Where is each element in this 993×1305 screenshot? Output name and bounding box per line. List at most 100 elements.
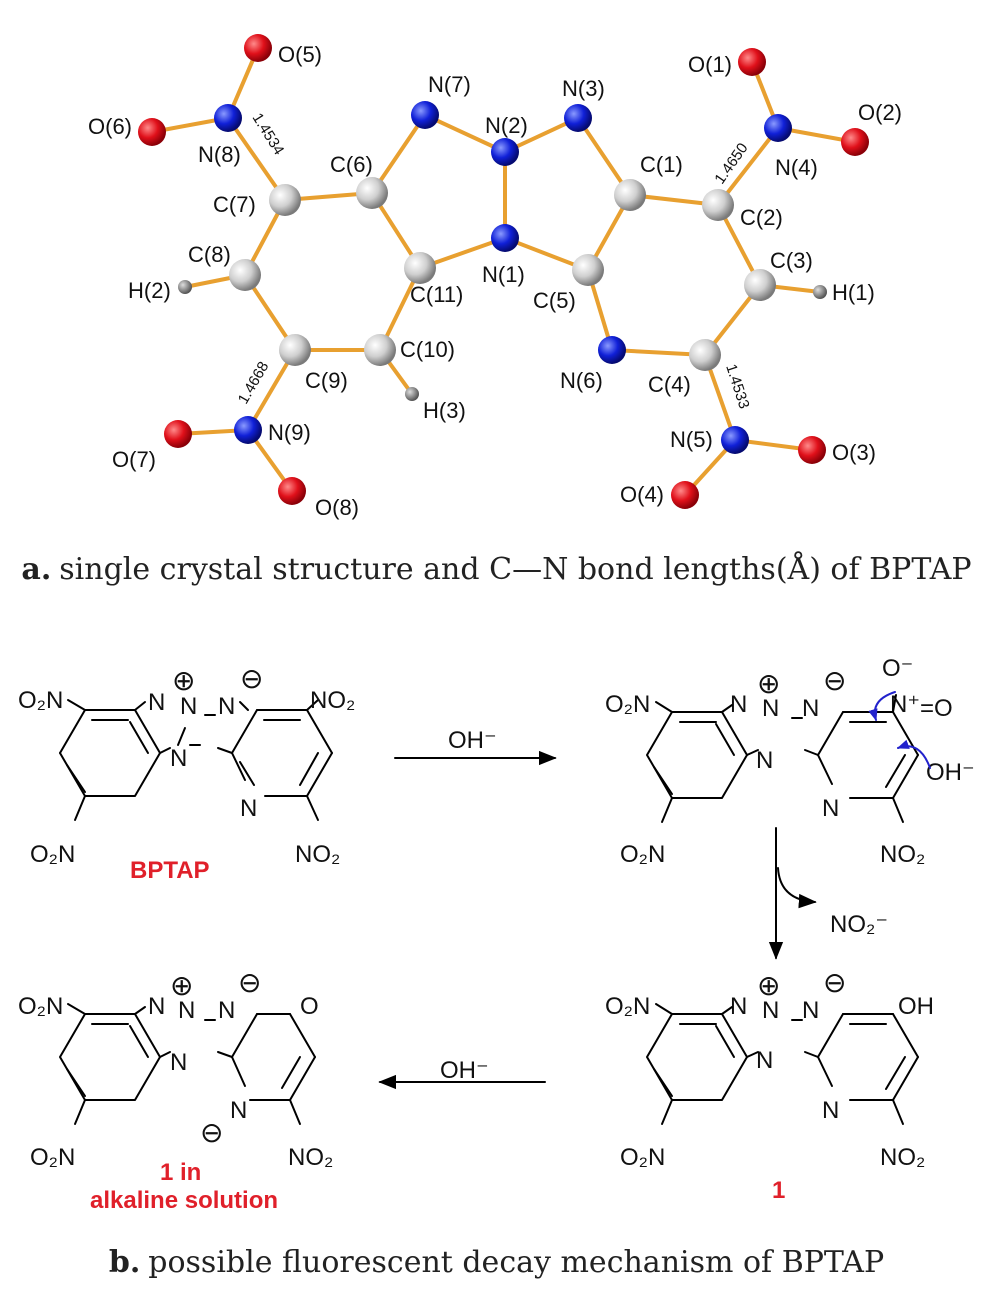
s1-o2n-top: O₂N — [18, 687, 63, 714]
s2-n-e: N — [822, 795, 839, 822]
s3-oh: OH — [898, 993, 934, 1020]
s1-n-b: N — [180, 693, 197, 720]
s4-n-c: N — [218, 997, 235, 1024]
structure-compound-1-alkaline — [59, 1003, 316, 1125]
s4-ominus-top: ⊖ — [238, 967, 261, 998]
caption-b-text: possible fluorescent decay mechanism of … — [148, 1245, 885, 1280]
label-o3: O(3) — [832, 440, 876, 465]
atom-o3 — [798, 436, 826, 464]
atom-c4 — [689, 339, 721, 371]
s1-n-a: N — [148, 689, 165, 716]
s2-o-minus: O⁻ — [882, 655, 913, 682]
caption-a-text: single crystal structure and C—N bond le… — [59, 552, 972, 587]
s1-oplus: ⊕ — [172, 665, 195, 696]
label-c1: C(1) — [640, 152, 683, 177]
s2-ominus: ⊖ — [823, 665, 846, 696]
atom-o4 — [671, 481, 699, 509]
s2-no2-bot: NO₂ — [880, 841, 925, 868]
atom-n3 — [564, 104, 592, 132]
label-c4: C(4) — [648, 372, 691, 397]
label-h1: H(1) — [832, 280, 875, 305]
atom-n1 — [491, 224, 519, 252]
label-o8: O(8) — [315, 495, 359, 520]
atom-c9 — [279, 334, 311, 366]
mechanism-scheme — [59, 699, 333, 821]
label-c7: C(7) — [213, 192, 256, 217]
atom-n9 — [234, 416, 262, 444]
arrow3-reagent: OH⁻ — [440, 1057, 489, 1084]
s4-n-e: N — [230, 1097, 247, 1124]
atom-o7 — [164, 420, 192, 448]
label-n5: N(5) — [670, 427, 713, 452]
s2-n-d: N — [756, 747, 773, 774]
s3-ominus: ⊖ — [823, 967, 846, 998]
s3-no2-bot: NO₂ — [880, 1144, 925, 1171]
s4-ominus-bot: ⊖ — [200, 1117, 223, 1148]
atom-c2 — [702, 189, 734, 221]
s4-oplus: ⊕ — [170, 970, 193, 1001]
s3-n-d: N — [756, 1047, 773, 1074]
s3-n-b: N — [762, 997, 779, 1024]
s2-o2n-bot: O₂N — [620, 841, 665, 868]
label-c11: C(11) — [410, 282, 463, 307]
s3-n-a: N — [730, 993, 747, 1020]
label-h3: H(3) — [423, 398, 466, 423]
electron-arrow-1 — [868, 691, 896, 722]
label-c2: C(2) — [740, 205, 783, 230]
arrow-2-branch — [777, 867, 817, 909]
s2-n-c: N — [802, 695, 819, 722]
s4-o: O — [300, 993, 319, 1020]
atom-o8 — [278, 477, 306, 505]
s4-n-a: N — [148, 993, 165, 1020]
s2-o2n-top: O₂N — [605, 691, 650, 718]
s2-oplus: ⊕ — [757, 668, 780, 699]
s2-eq-o: =O — [920, 695, 953, 722]
label-c10: C(10) — [400, 337, 455, 362]
atom-o1 — [738, 48, 766, 76]
s3-compound-label: 1 — [772, 1177, 785, 1204]
s4-no2-bot: NO₂ — [288, 1144, 333, 1171]
label-c9: C(9) — [305, 368, 348, 393]
s4-n-d: N — [170, 1049, 187, 1076]
label-o1: O(1) — [688, 52, 732, 77]
s4-o2n-bot: O₂N — [30, 1144, 75, 1171]
s1-no2-top: NO₂ — [310, 687, 355, 714]
label-n7: N(7) — [428, 72, 471, 97]
atom-n2 — [491, 138, 519, 166]
s1-n-c: N — [218, 693, 235, 720]
s3-o2n-bot: O₂N — [620, 1144, 665, 1171]
atom-c10 — [364, 334, 396, 366]
s2-oh-attack: OH⁻ — [926, 759, 975, 786]
atom-h1 — [813, 285, 827, 299]
atom-o6 — [138, 118, 166, 146]
bond-length-c7-n8: 1.4534 — [249, 110, 288, 158]
s1-compound-label: BPTAP — [130, 857, 210, 884]
atom-n6 — [598, 336, 626, 364]
arrow1-reagent: OH⁻ — [448, 727, 497, 754]
atom-c11 — [404, 252, 436, 284]
label-c5: C(5) — [533, 288, 576, 313]
atom-c5 — [572, 254, 604, 286]
label-n2: N(2) — [485, 113, 528, 138]
atom-c8 — [229, 259, 261, 291]
atom-n5 — [721, 426, 749, 454]
atom-c3 — [744, 269, 776, 301]
s4-o2n-top: O₂N — [18, 993, 63, 1020]
structure-bptap — [59, 699, 333, 821]
label-o6: O(6) — [88, 114, 132, 139]
label-n8: N(8) — [198, 142, 241, 167]
atom-c1 — [614, 179, 646, 211]
bond-length-c2-n4: 1.4650 — [711, 140, 751, 187]
label-o2: O(2) — [858, 100, 902, 125]
structure-compound-1 — [646, 1003, 919, 1125]
label-n6: N(6) — [560, 368, 603, 393]
caption-b-letter: b. — [108, 1245, 141, 1280]
caption-a-letter: a. — [21, 552, 52, 587]
atom-n7 — [411, 101, 439, 129]
electron-arrow-2 — [896, 739, 931, 769]
label-n9: N(9) — [268, 420, 311, 445]
label-c3: C(3) — [770, 248, 813, 273]
label-n4: N(4) — [775, 155, 818, 180]
label-n3: N(3) — [562, 76, 605, 101]
